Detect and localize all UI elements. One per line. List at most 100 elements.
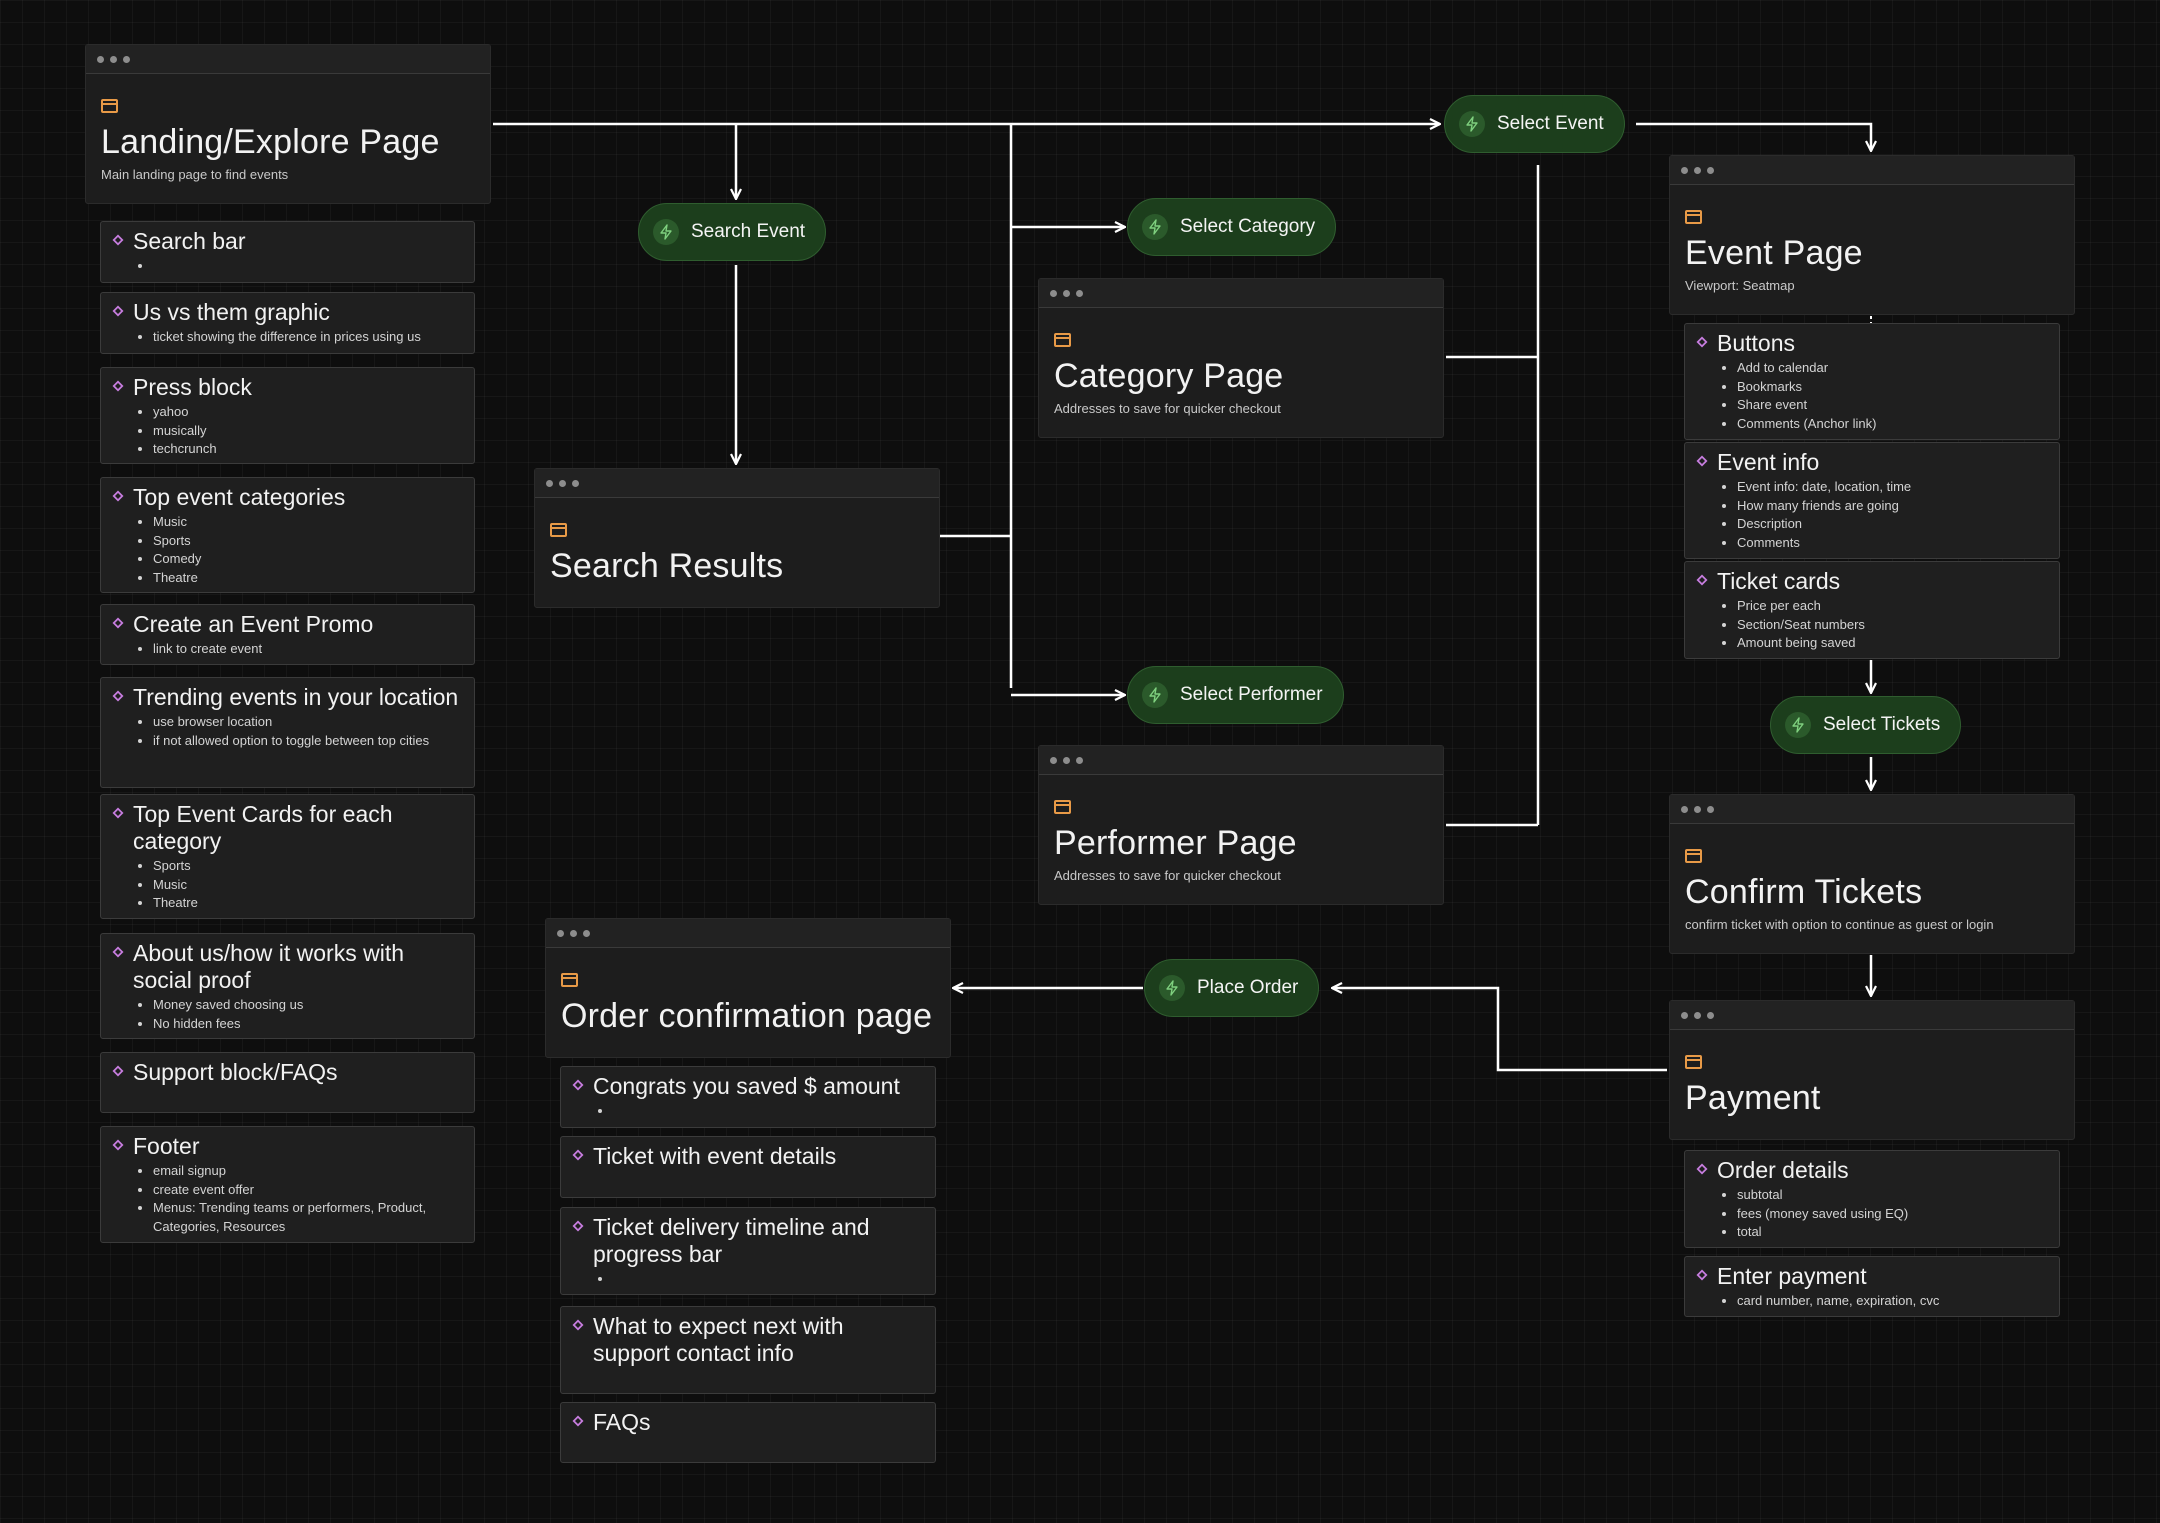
browser-window-icon (550, 523, 567, 537)
component-detail-item: Money saved choosing us (153, 996, 464, 1015)
component-detail-item: email signup (153, 1162, 464, 1181)
screen-confirm-tickets[interactable]: Confirm Tickets confirm ticket with opti… (1669, 794, 2075, 954)
component-details (133, 257, 464, 273)
component-card[interactable]: Enter paymentcard number, name, expirati… (1684, 1256, 2060, 1317)
component-title: Search bar (133, 228, 246, 254)
component-detail-item: ticket showing the difference in prices … (153, 328, 464, 347)
component-title: Top event categories (133, 484, 346, 510)
component-title: Us vs them graphic (133, 299, 330, 325)
component-icon (112, 233, 124, 246)
component-icon (1696, 1268, 1708, 1281)
component-detail-item: Amount being saved (1737, 634, 2049, 653)
action-label: Place Order (1197, 977, 1299, 998)
component-card[interactable]: What to expect next with support contact… (560, 1306, 936, 1394)
component-details: Add to calendarBookmarksShare eventComme… (1717, 359, 2049, 433)
component-icon (1696, 573, 1708, 586)
screen-event-page[interactable]: Event Page Viewport: Seatmap (1669, 155, 2075, 315)
browser-window-icon (561, 973, 578, 987)
component-card[interactable]: Congrats you saved $ amount (560, 1066, 936, 1128)
component-icon (112, 689, 124, 702)
action-select-tickets[interactable]: Select Tickets (1770, 696, 1962, 754)
screen-landing-explore[interactable]: Landing/Explore Page Main landing page t… (85, 44, 491, 204)
component-title: Support block/FAQs (133, 1059, 338, 1085)
component-detail-item: if not allowed option to toggle between … (153, 732, 464, 751)
screen-category-page[interactable]: Category Page Addresses to save for quic… (1038, 278, 1444, 438)
screen-payment[interactable]: Payment (1669, 1000, 2075, 1140)
component-title: Congrats you saved $ amount (593, 1073, 900, 1099)
component-icon (112, 1138, 124, 1151)
component-card[interactable]: Ticket cardsPrice per eachSection/Seat n… (1684, 561, 2060, 659)
action-label: Select Tickets (1823, 714, 1941, 735)
action-search-event[interactable]: Search Event (638, 203, 827, 261)
component-card[interactable]: Create an Event Promolink to create even… (100, 604, 475, 665)
component-title: Enter payment (1717, 1263, 1867, 1289)
component-details: use browser locationif not allowed optio… (133, 713, 464, 750)
action-label: Search Event (691, 221, 806, 242)
component-detail-item: total (1737, 1223, 2049, 1242)
screen-performer-page[interactable]: Performer Page Addresses to save for qui… (1038, 745, 1444, 905)
component-detail-item (613, 1270, 925, 1286)
component-card[interactable]: Us vs them graphic ticket showing the dif… (100, 292, 475, 354)
component-card[interactable]: FAQs (560, 1402, 936, 1463)
lightning-bolt-icon (1142, 214, 1168, 240)
component-icon (112, 304, 124, 317)
component-detail-item: yahoo (153, 403, 464, 422)
screen-order-confirmation[interactable]: Order confirmation page (545, 918, 951, 1058)
screen-title: Confirm Tickets (1685, 873, 1923, 911)
component-card[interactable]: Support block/FAQs (100, 1052, 475, 1113)
component-title: Trending events in your location (133, 684, 459, 710)
screen-subtitle: Viewport: Seatmap (1685, 278, 1795, 293)
screen-search-results[interactable]: Search Results (534, 468, 940, 608)
component-details (593, 1270, 925, 1286)
component-icon (112, 379, 124, 392)
lightning-bolt-icon (1142, 682, 1168, 708)
component-details: Price per eachSection/Seat numbersAmount… (1717, 597, 2049, 653)
component-card[interactable]: Event infoEvent info: date, location, ti… (1684, 442, 2060, 559)
component-detail-item: Sports (153, 857, 464, 876)
component-detail-item: Theatre (153, 894, 464, 913)
screen-subtitle: Addresses to save for quicker checkout (1054, 868, 1281, 883)
component-title: About us/how it works with social proof (133, 940, 405, 993)
action-select-category[interactable]: Select Category (1127, 198, 1337, 256)
component-card[interactable]: Press blockyahoomusicallytechcrunch (100, 367, 475, 464)
component-details: Money saved choosing usNo hidden fees (133, 996, 464, 1033)
component-icon (112, 489, 124, 502)
component-card[interactable]: Ticket with event details (560, 1136, 936, 1198)
component-card[interactable]: Search bar (100, 221, 475, 283)
component-icon (112, 1064, 124, 1077)
action-select-performer[interactable]: Select Performer (1127, 666, 1344, 724)
browser-window-icon (101, 99, 118, 113)
component-card[interactable]: ButtonsAdd to calendarBookmarksShare eve… (1684, 323, 2060, 440)
component-details: SportsMusicTheatre (133, 857, 464, 913)
component-detail-item (613, 1102, 925, 1118)
component-card[interactable]: About us/how it works with social proofM… (100, 933, 475, 1039)
component-details: ticket showing the difference in prices … (133, 328, 464, 347)
screen-title: Event Page (1685, 234, 1863, 272)
component-card[interactable]: Order detailssubtotalfees (money saved u… (1684, 1150, 2060, 1248)
component-detail-item: fees (money saved using EQ) (1737, 1205, 2049, 1224)
component-detail-item: No hidden fees (153, 1015, 464, 1034)
component-detail-item: musically (153, 422, 464, 441)
component-detail-item: techcrunch (153, 440, 464, 459)
component-detail-item: link to create event (153, 640, 464, 659)
component-card[interactable]: Ticket delivery timeline and progress ba… (560, 1207, 936, 1295)
component-icon (572, 1148, 584, 1161)
component-icon (1696, 454, 1708, 467)
component-card[interactable]: Top Event Cards for each categorySportsM… (100, 794, 475, 919)
component-icon (572, 1219, 584, 1232)
component-card[interactable]: Trending events in your location use brow… (100, 677, 475, 788)
screen-title: Search Results (550, 547, 784, 585)
component-detail-item: Music (153, 513, 464, 532)
action-label: Select Performer (1180, 684, 1323, 705)
component-title: Buttons (1717, 330, 1795, 356)
screen-title: Category Page (1054, 357, 1284, 395)
component-card[interactable]: Footeremail signupcreate event offerMenu… (100, 1126, 475, 1243)
component-icon (112, 616, 124, 629)
action-select-event[interactable]: Select Event (1444, 95, 1625, 153)
component-card[interactable]: Top event categoriesMusicSportsComedyThe… (100, 477, 475, 593)
component-title: Ticket cards (1717, 568, 1841, 594)
action-place-order[interactable]: Place Order (1144, 959, 1320, 1017)
action-label: Select Event (1497, 113, 1604, 134)
component-detail-item (153, 257, 464, 273)
component-icon (1696, 1162, 1708, 1175)
